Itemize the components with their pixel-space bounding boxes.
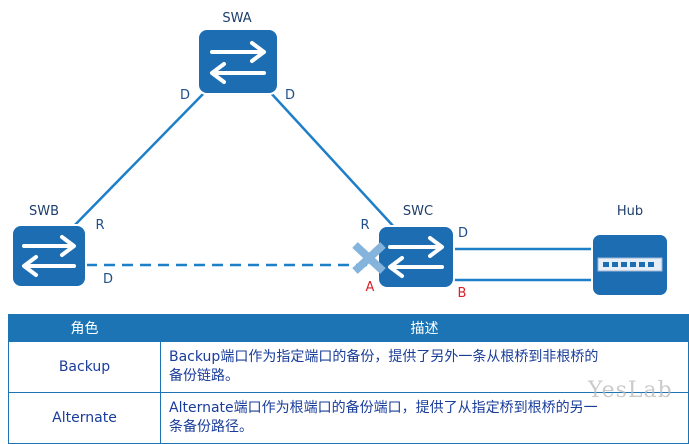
port-swc-backup: B (458, 286, 467, 301)
port-swa-right: D (285, 88, 295, 103)
table-header-row: 角色 描述 (8, 314, 689, 342)
hub-ports-icon (603, 262, 654, 267)
description-line: Alternate端口作为根端口的备份端口，提供了从指定桥到根桥的另一 (169, 400, 598, 416)
switch-arrows-icon (210, 41, 266, 84)
switch-arrows-icon (388, 236, 444, 278)
port-swc-right-top: D (458, 226, 468, 241)
switch-swa[interactable] (197, 28, 279, 95)
port-swc-alternate: A (366, 280, 375, 295)
link-swa-swb (69, 91, 206, 231)
port-swc-up: R (360, 218, 369, 233)
watermark: YesLab (588, 378, 673, 403)
label-hub: Hub (617, 204, 643, 219)
table-row: Alternate Alternate端口作为根端口的备份端口，提供了从指定桥到… (8, 392, 689, 444)
label-swc: SWC (403, 204, 433, 219)
label-swb: SWB (29, 204, 59, 219)
description-cell: Alternate端口作为根端口的备份端口，提供了从指定桥到根桥的另一条备份路径… (160, 392, 689, 444)
switch-swb[interactable] (11, 224, 87, 288)
switch-swc[interactable] (377, 225, 455, 289)
role-cell: Alternate (8, 392, 161, 444)
switch-arrows-icon (22, 235, 76, 277)
port-swb-right: D (103, 272, 113, 287)
table-row: Backup Backup端口作为指定端口的备份，提供了另外一条从根桥到非根桥的… (8, 341, 689, 393)
description-cell: Backup端口作为指定端口的备份，提供了另外一条从根桥到非根桥的备份链路。 (160, 341, 689, 393)
port-swb-up: R (95, 218, 104, 233)
topology-diagram: SWA SWB SWC Hub D D R D R D A B (11, 11, 669, 301)
description-line: 条备份路径。 (169, 419, 253, 435)
link-swa-swc (269, 91, 396, 229)
description-line: Backup端口作为指定端口的备份，提供了另外一条从根桥到非根桥的 (169, 349, 599, 365)
hub-device[interactable] (591, 233, 669, 297)
header-role: 角色 (8, 314, 161, 342)
blocked-port-x-icon (352, 242, 386, 274)
role-cell: Backup (8, 341, 161, 393)
header-description: 描述 (160, 314, 689, 342)
description-line: 备份链路。 (169, 368, 239, 384)
label-swa: SWA (222, 11, 251, 26)
port-role-table: 角色 描述 Backup Backup端口作为指定端口的备份，提供了另外一条从根… (8, 314, 689, 444)
port-swa-left: D (180, 88, 190, 103)
